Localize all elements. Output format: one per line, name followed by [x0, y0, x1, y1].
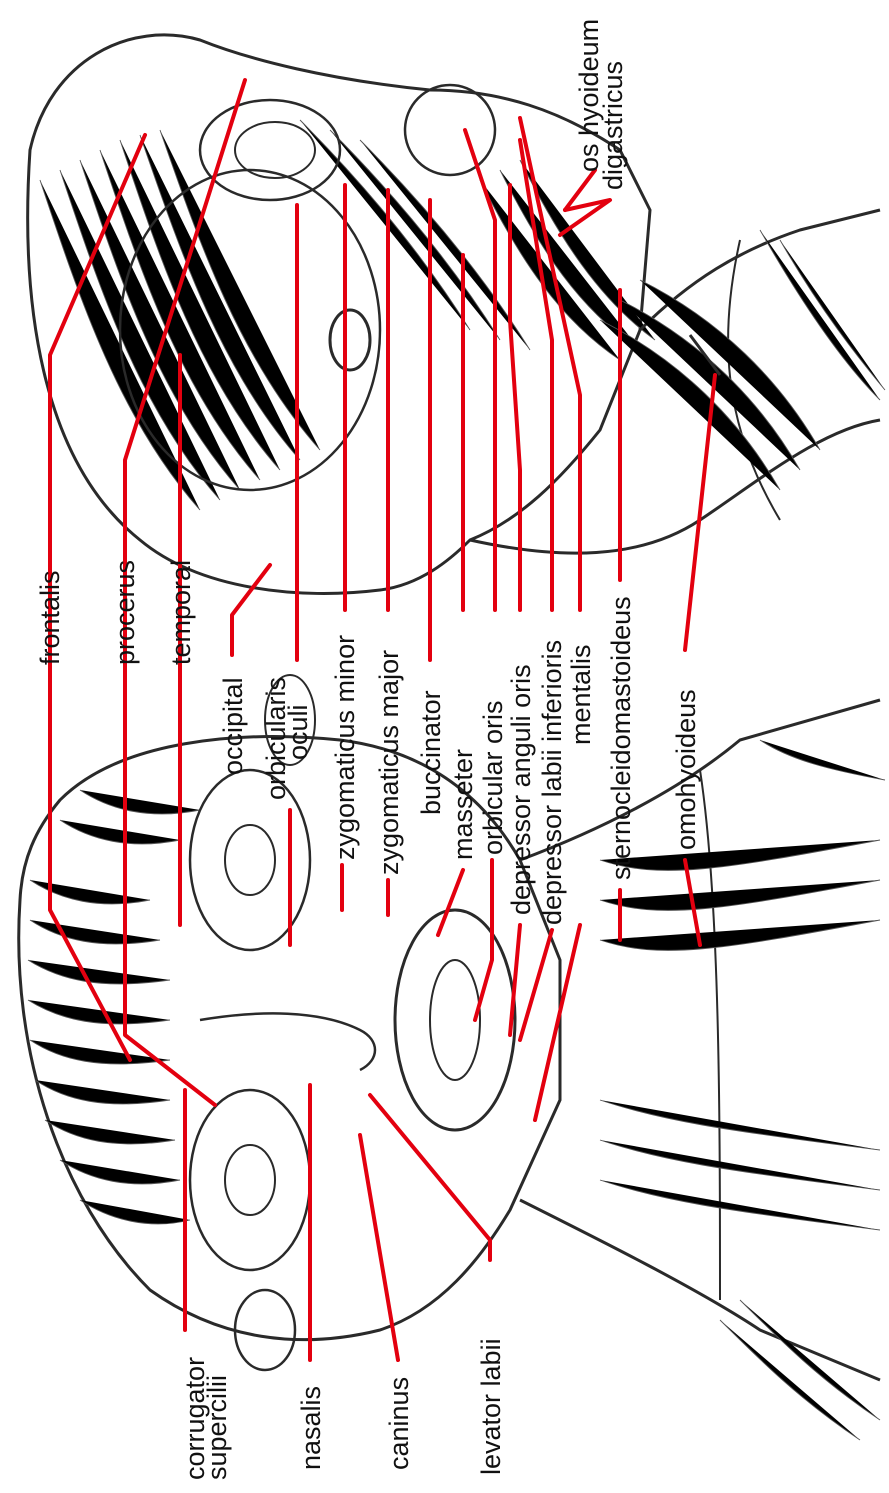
label-depressor-anguli-oris: depressor anguli oris	[506, 664, 536, 915]
label-corrugator-supercilii-line2: supercilii	[202, 1375, 232, 1480]
leader-caninus	[360, 1135, 398, 1360]
label-temporal: temporal	[166, 560, 196, 665]
label-frontalis: frontalis	[35, 570, 65, 665]
leader-masseter-2	[438, 870, 463, 935]
label-masseter: masseter	[448, 749, 478, 860]
label-depressor-labii-inferioris: depressor labii inferioris	[537, 640, 567, 925]
label-zygomaticus-major: zygomaticus major	[374, 650, 404, 875]
label-omohyoideus: omohyoideus	[671, 689, 701, 850]
labels-top: os hyoideum digastricus	[574, 19, 628, 190]
label-procerus: procerus	[110, 560, 140, 665]
label-orbicular-oris: orbicular oris	[478, 700, 508, 855]
label-levator-labii: levator labii	[476, 1338, 506, 1475]
label-caninus: caninus	[384, 1377, 414, 1470]
label-digastricus: digastricus	[598, 61, 628, 190]
leader-occipital	[232, 565, 270, 655]
label-mentalis: mentalis	[566, 644, 596, 745]
label-occipital: occipital	[218, 677, 248, 775]
labels-center: frontalis procerus temporal occipital or…	[35, 560, 701, 925]
label-orbicularis-oculi-line2: oculi	[283, 704, 313, 760]
side-view-illustration	[28, 35, 885, 594]
label-sternocleidomastoideus: sternocleidomastoideus	[606, 596, 636, 880]
label-buccinator: buccinator	[416, 690, 446, 815]
label-zygomaticus-minor: zygomaticus minor	[330, 635, 360, 860]
label-nasalis: nasalis	[296, 1386, 326, 1470]
leader-orbicular-oris	[465, 130, 495, 610]
labels-bottom: corrugator supercilii nasalis caninus le…	[180, 1338, 506, 1480]
leader-depressor-labii-inferioris-2	[520, 930, 552, 1040]
